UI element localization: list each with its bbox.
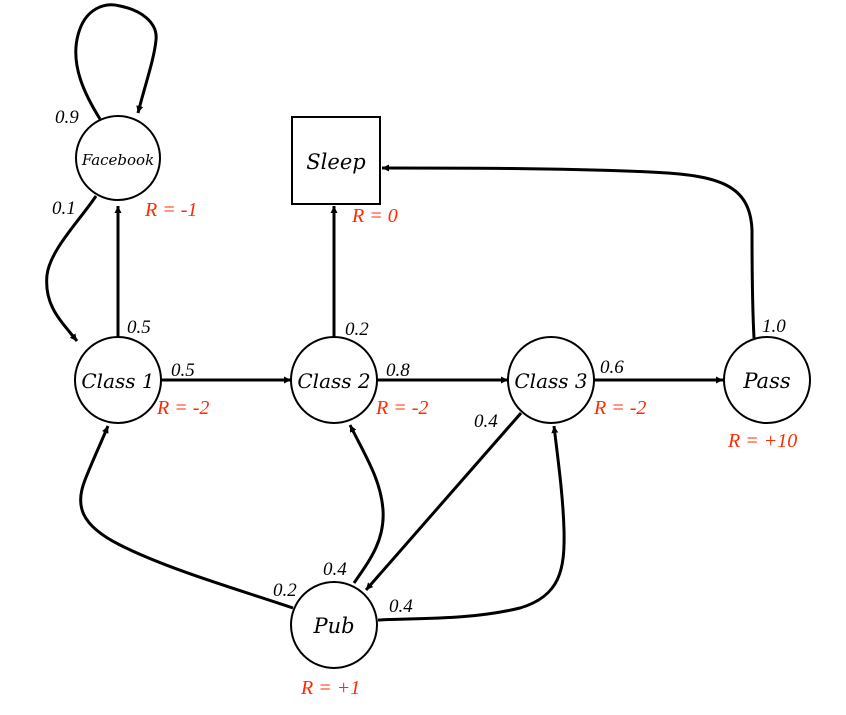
prob-label-class3-pass: 0.6 <box>600 357 624 378</box>
node-class2[interactable]: Class 2 <box>290 336 378 424</box>
reward-label-class2: R = -2 <box>375 397 428 419</box>
edge-pub-class2[interactable] <box>348 424 385 584</box>
node-pub[interactable]: Pub <box>290 581 378 669</box>
reward-label-pub: R = +1 <box>300 677 360 699</box>
prob-label-pub-class1: 0.2 <box>273 580 297 601</box>
edge-pub-class3[interactable] <box>377 425 566 622</box>
prob-label-facebook-facebook: 0.9 <box>55 107 79 128</box>
node-label-facebook: Facebook <box>81 151 154 169</box>
reward-label-sleep: R = 0 <box>351 205 398 227</box>
edge-facebook-class1[interactable] <box>45 195 98 342</box>
node-sleep[interactable]: Sleep <box>291 116 381 205</box>
reward-labels: R = -1 R = 0 R = -2 R = -2 R = -2 R = +1… <box>144 199 797 699</box>
probability-labels: 0.9 0.1 0.5 0.5 0.2 0.8 0.6 0.4 1.0 0.2 … <box>52 107 786 617</box>
node-label-class3: Class 3 <box>514 369 587 393</box>
prob-label-class2-class3: 0.8 <box>386 360 410 381</box>
node-class3[interactable]: Class 3 <box>507 336 595 424</box>
node-label-pass: Pass <box>742 369 790 393</box>
node-class1[interactable]: Class 1 <box>74 336 162 424</box>
node-pass[interactable]: Pass <box>723 336 811 424</box>
node-label-class1: Class 1 <box>81 369 154 393</box>
reward-label-pass: R = +10 <box>727 430 797 452</box>
reward-label-facebook: R = -1 <box>144 199 197 221</box>
reward-label-class1: R = -2 <box>156 397 209 419</box>
edges <box>45 3 756 622</box>
prob-label-class3-pub: 0.4 <box>474 411 498 432</box>
edge-class3-pub[interactable] <box>364 412 523 591</box>
prob-label-class1-class2: 0.5 <box>171 360 195 381</box>
node-label-sleep: Sleep <box>306 150 365 174</box>
edge-pass-sleep[interactable] <box>381 164 756 339</box>
reward-label-class3: R = -2 <box>593 397 646 419</box>
prob-label-class1-facebook: 0.5 <box>127 317 151 338</box>
node-facebook[interactable]: Facebook <box>75 115 161 201</box>
edge-facebook-facebook[interactable] <box>74 3 158 120</box>
node-label-pub: Pub <box>312 614 354 638</box>
prob-label-facebook-class1: 0.1 <box>52 198 76 219</box>
prob-label-pub-class2: 0.4 <box>323 559 347 580</box>
edge-pub-class1[interactable] <box>79 425 294 610</box>
prob-label-pub-class3: 0.4 <box>389 596 413 617</box>
prob-label-pass-sleep: 1.0 <box>762 316 786 337</box>
node-label-class2: Class 2 <box>297 369 370 393</box>
prob-label-class2-sleep: 0.2 <box>345 319 369 340</box>
